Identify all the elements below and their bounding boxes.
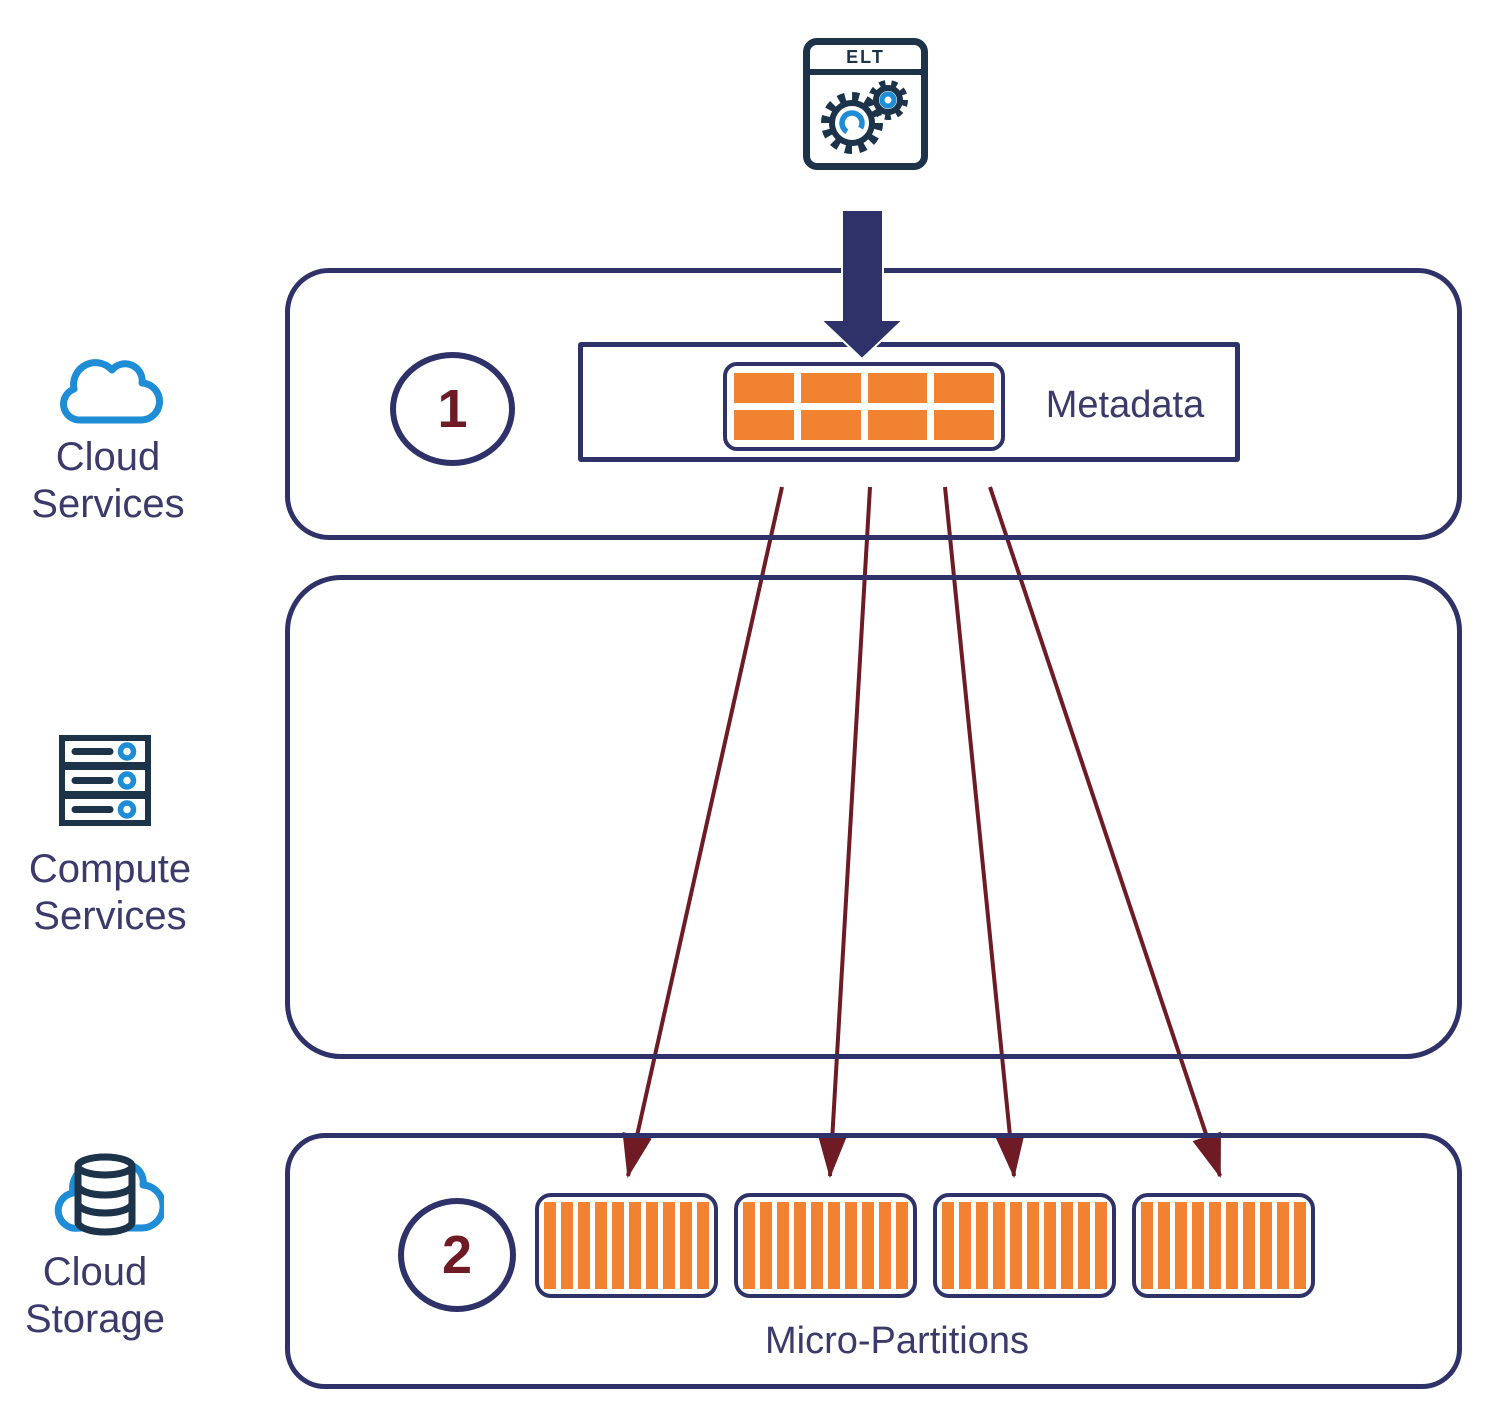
- step-1-badge: 1: [390, 352, 515, 466]
- metadata-cell: [734, 410, 794, 440]
- metadata-cell: [867, 373, 928, 403]
- elt-label: ELT: [846, 46, 885, 67]
- compute-services-label: Compute Services: [28, 847, 192, 938]
- cloud-services-label: Cloud Services: [31, 435, 185, 526]
- elt-window-titlebar: ELT: [810, 45, 921, 75]
- elt-window-icon: ELT: [803, 38, 928, 170]
- cloud-storage-label: Cloud Storage: [24, 1250, 166, 1341]
- micro-partition-block: [535, 1193, 718, 1298]
- metadata-label: Metadata: [1045, 384, 1205, 426]
- partition-stripes-icon: [743, 1202, 908, 1289]
- metadata-cell: [734, 373, 794, 403]
- step-2-number: 2: [441, 1225, 473, 1285]
- metadata-cell: [800, 410, 861, 440]
- micro-partition-block: [933, 1193, 1116, 1298]
- micro-partitions-label: Micro-Partitions: [765, 1320, 1029, 1362]
- server-icon: [59, 735, 151, 826]
- partition-stripes-icon: [544, 1202, 709, 1289]
- metadata-cell: [800, 373, 861, 403]
- step-1-number: 1: [437, 379, 468, 439]
- metadata-table-icon: [723, 362, 1005, 451]
- elt-window-body: [810, 75, 921, 163]
- micro-partition-block: [1132, 1193, 1315, 1298]
- step-2-badge: 2: [398, 1198, 516, 1312]
- metadata-cell: [934, 410, 994, 440]
- metadata-cell: [934, 373, 994, 403]
- gears-icon: [821, 80, 908, 154]
- partition-stripes-icon: [942, 1202, 1107, 1289]
- cloud-icon: [60, 359, 164, 424]
- micro-partition-block: [734, 1193, 917, 1298]
- metadata-cell: [867, 410, 928, 440]
- cloud-database-icon: [54, 1153, 164, 1236]
- compute-services-box: [285, 575, 1462, 1059]
- cloud-storage-box: [285, 1133, 1462, 1389]
- partition-stripes-icon: [1141, 1202, 1306, 1289]
